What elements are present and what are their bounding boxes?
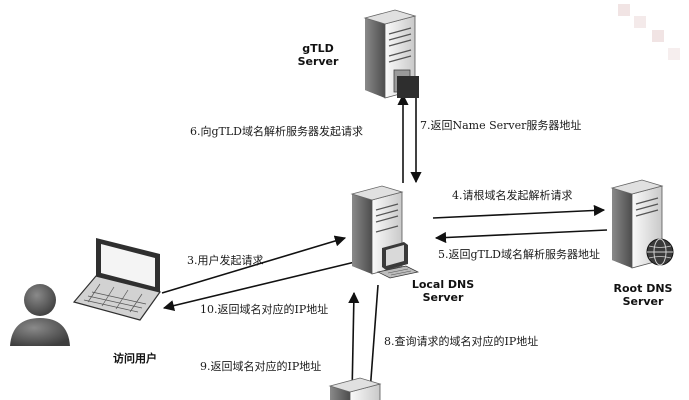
root-label-line1: Root DNS <box>613 282 673 295</box>
arrow-step-5 <box>434 229 608 244</box>
step-3-label: 3.用户发起请求 <box>187 254 264 267</box>
watermark-block <box>634 16 646 28</box>
gtld-server-icon <box>363 9 419 99</box>
gtld-server-label: gTLD Server <box>292 42 344 68</box>
local-label-line1: Local DNS <box>411 278 475 291</box>
step-5-label: 5.返回gTLD域名解析服务器地址 <box>438 248 600 261</box>
step-10-label: 10.返回域名对应的IP地址 <box>200 303 329 316</box>
workstation-icon <box>376 242 420 279</box>
gtld-label-line1: gTLD <box>302 42 334 55</box>
laptop-icon <box>72 238 162 321</box>
arrow-step-3 <box>161 235 347 294</box>
user-label: 访问用户 <box>100 352 170 365</box>
root-label-line2: Server <box>622 295 664 308</box>
watermark-block <box>652 30 664 42</box>
user-label-text: 访问用户 <box>113 352 157 365</box>
step-7-label: 7.返回Name Server服务器地址 <box>420 119 582 132</box>
watermark-block <box>668 48 680 60</box>
root-dns-server-label: Root DNS Server <box>606 282 680 308</box>
step-8-label: 8.查询请求的域名对应的IP地址 <box>384 335 539 348</box>
user-person-icon <box>10 284 70 346</box>
arrow-step-10 <box>162 261 356 312</box>
arrow-step-4 <box>432 204 606 219</box>
authoritative-server-icon <box>328 377 382 400</box>
local-dns-server-label: Local DNS Server <box>406 278 480 304</box>
arrow-step-8 <box>365 284 379 394</box>
gtld-label-line2: Server <box>297 55 339 68</box>
step-6-label: 6.向gTLD域名解析服务器发起请求 <box>190 125 363 138</box>
step-4-label: 4.请根域名发起解析请求 <box>452 189 573 202</box>
globe-icon <box>646 238 674 266</box>
step-9-label: 9.返回域名对应的IP地址 <box>200 360 322 373</box>
watermark-block <box>618 4 630 16</box>
local-label-line2: Server <box>422 291 464 304</box>
arrow-step-9 <box>348 291 360 396</box>
